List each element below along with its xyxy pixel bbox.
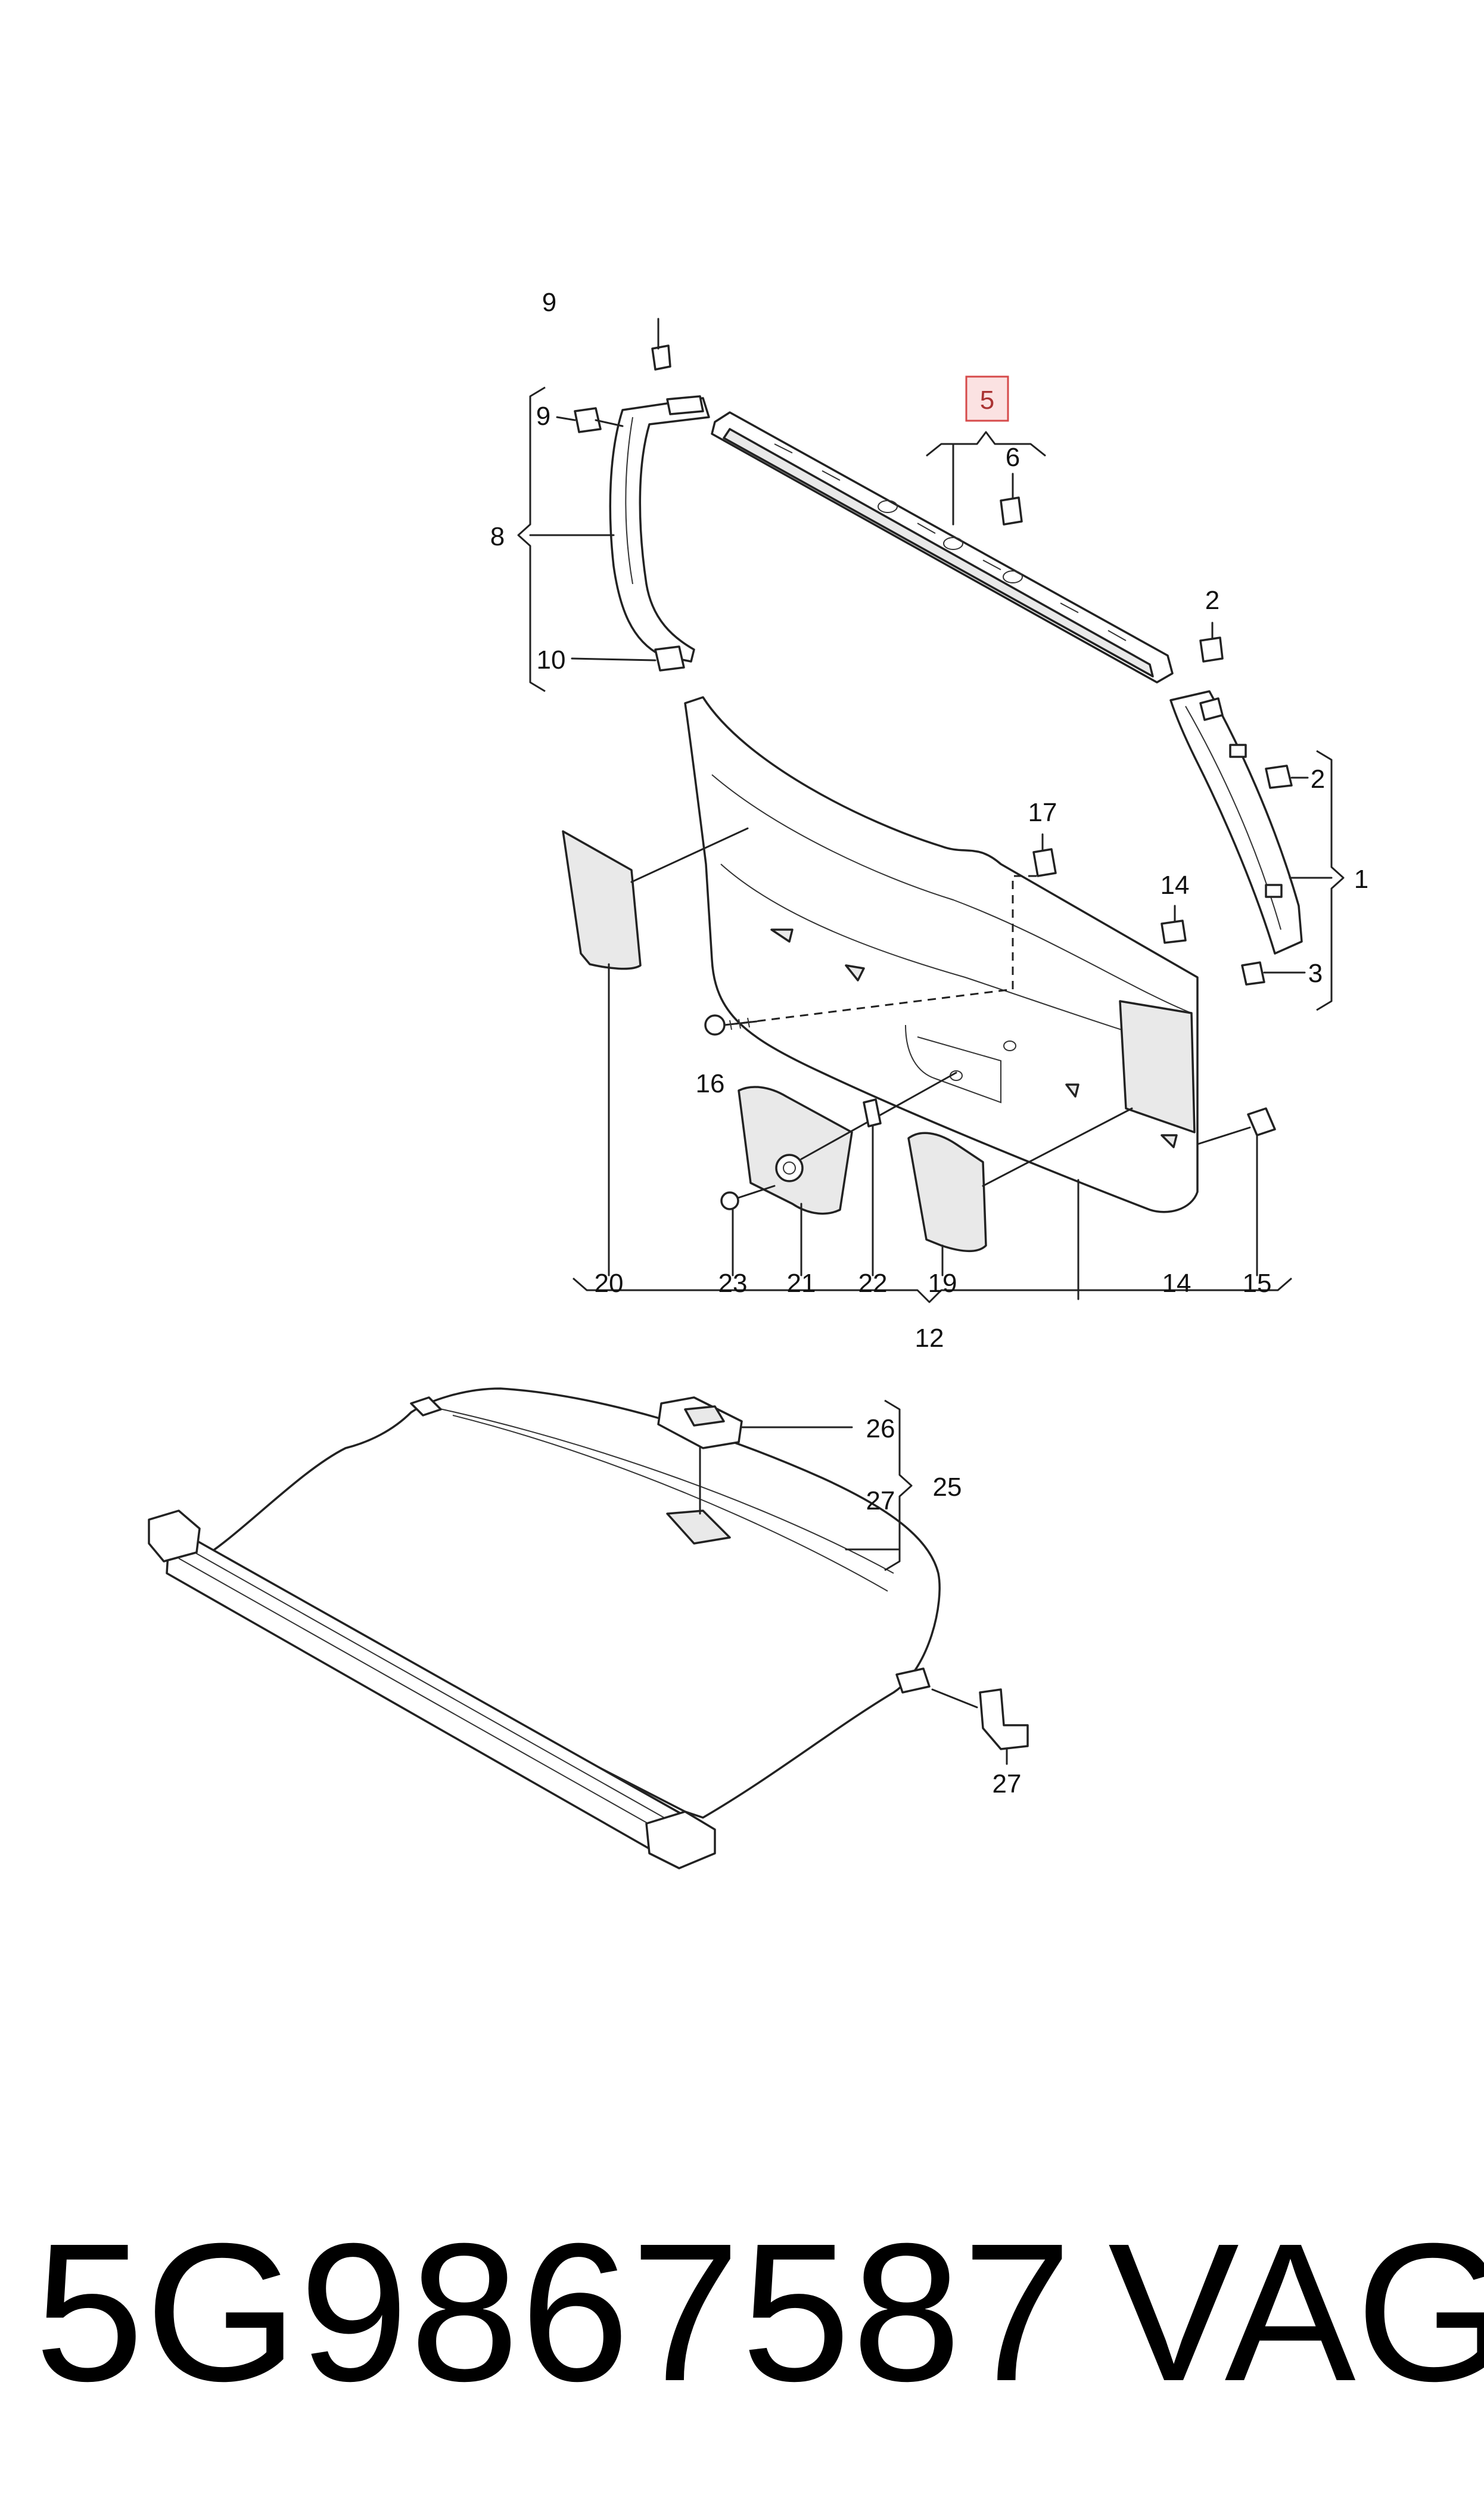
callout-16: 16 [696, 1069, 725, 1098]
callout-10: 10 [537, 645, 566, 675]
clip-6 [1000, 473, 1023, 526]
right-side-cover [907, 1107, 1133, 1276]
callout-14b: 14 [1162, 1269, 1191, 1298]
callout-25: 25 [933, 1473, 962, 1502]
callout-27a: 27 [866, 1486, 895, 1515]
part-number-label: 5G9867587 [35, 2202, 1073, 2422]
brace-8 [517, 386, 546, 692]
brace-25 [884, 1399, 913, 1571]
clip-3 [1241, 961, 1306, 986]
callout-9b: 9 [536, 402, 550, 431]
clip-15 [1196, 1107, 1276, 1145]
luggage-cover [148, 1387, 941, 1869]
clip-2-side [1265, 765, 1309, 789]
screw-23 [720, 1185, 776, 1276]
clip-2-top [1199, 622, 1224, 663]
callout-6: 6 [1006, 443, 1020, 472]
clip-22 [863, 1098, 882, 1276]
callout-26: 26 [866, 1414, 895, 1443]
upper-cross-trim [711, 411, 1174, 684]
left-pillar-trim [609, 395, 710, 663]
callout-2b: 2 [1311, 765, 1325, 794]
clip-17 [1032, 833, 1057, 877]
clip-9-top [651, 333, 671, 371]
brace-12 [573, 1277, 1292, 1303]
brace-1 [1316, 750, 1345, 1011]
callout-5: 5 [980, 386, 994, 415]
callout-20: 20 [595, 1269, 624, 1298]
right-pillar-trim [1169, 690, 1303, 955]
bracket-27-lower [931, 1688, 1029, 1765]
brace-5 [926, 431, 1046, 457]
callout-27b: 27 [993, 1769, 1022, 1799]
clip-26 [657, 1396, 853, 1449]
left-side-cover [562, 827, 749, 1276]
callout-23: 23 [718, 1269, 748, 1298]
callout-5-highlight [965, 375, 1009, 422]
callout-12: 12 [915, 1324, 944, 1353]
callout-9a: 9 [542, 288, 556, 317]
callout-21: 21 [787, 1269, 816, 1298]
callout-3: 3 [1308, 959, 1323, 988]
callout-1: 1 [1354, 865, 1368, 894]
clip-10 [571, 645, 685, 672]
brand-label: VAG [1108, 2202, 1484, 2422]
clip-9-side [574, 407, 624, 433]
callout-19: 19 [928, 1269, 957, 1298]
callout-14a: 14 [1161, 871, 1190, 900]
screw-16 [704, 1014, 758, 1036]
callout-17: 17 [1028, 798, 1057, 827]
callout-2a: 2 [1205, 586, 1219, 615]
callout-8: 8 [490, 522, 505, 551]
callout-15: 15 [1243, 1269, 1272, 1298]
clip-14-small [1161, 905, 1187, 944]
callout-22: 22 [858, 1269, 888, 1298]
tailgate-lower-trim [684, 696, 1199, 1213]
